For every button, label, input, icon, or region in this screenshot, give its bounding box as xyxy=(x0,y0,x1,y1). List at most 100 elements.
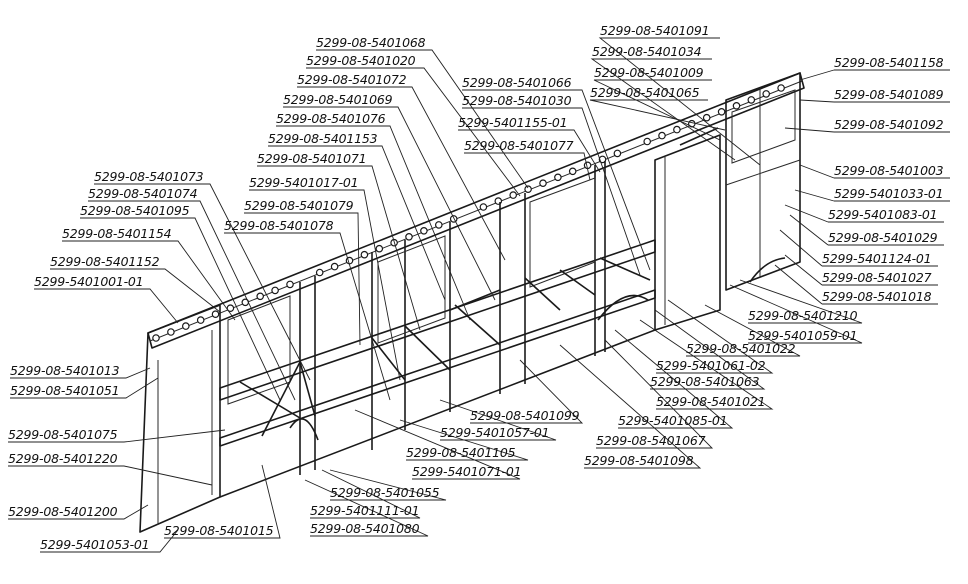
part-label: 5299-08-5401095 xyxy=(80,203,190,218)
truss-diagonals xyxy=(239,127,719,437)
part-label: 5299-08-5401220 xyxy=(8,451,118,466)
part-label: 5299-08-5401092 xyxy=(834,117,944,132)
part-label: 5299-08-5401018 xyxy=(822,289,932,304)
part-label: 5299-08-5401071 xyxy=(257,151,366,166)
part-label: 5299-08-5401099 xyxy=(470,408,580,423)
rail-hole xyxy=(286,280,294,289)
arch-bracket-right xyxy=(597,294,649,321)
rail-hole xyxy=(658,131,666,140)
part-label: 5299-08-5401076 xyxy=(276,111,386,126)
part-label: 5299-08-5401154 xyxy=(62,226,172,241)
part-label: 5299-08-5401055 xyxy=(330,485,440,500)
part-label: 5299-08-5401013 xyxy=(10,363,120,378)
part-label: 5299-5401059-01 xyxy=(748,328,857,343)
rail-hole xyxy=(479,203,488,211)
part-label: 5299-5401155-01 xyxy=(458,115,567,130)
part-label: 5299-5401061-02 xyxy=(656,358,766,373)
rail-hole xyxy=(315,268,324,277)
arch-bracket-right-end xyxy=(749,257,786,283)
rail-hole xyxy=(598,155,607,164)
rail-hole xyxy=(732,102,741,110)
rail-hole xyxy=(568,167,577,176)
part-label: 5299-08-5401075 xyxy=(8,427,118,442)
rail-hole xyxy=(330,262,339,271)
part-label: 5299-5401124-01 xyxy=(822,251,931,266)
part-label: 5299-5401083-01 xyxy=(828,207,937,222)
part-label: 5299-08-5401080 xyxy=(310,521,420,536)
left-end-panel xyxy=(139,304,221,533)
leader-lines xyxy=(8,37,950,553)
part-label: 5299-08-5401152 xyxy=(50,254,160,269)
part-label: 5299-08-5401078 xyxy=(224,218,334,233)
rail-hole xyxy=(747,96,756,104)
rail-hole xyxy=(167,328,175,336)
part-label: 5299-08-5401009 xyxy=(594,65,704,80)
rail-hole xyxy=(375,244,384,253)
rail-hole xyxy=(509,191,518,199)
rail-hole xyxy=(777,84,785,92)
part-label: 5299-08-5401105 xyxy=(406,445,516,460)
part-label: 5299-08-5401020 xyxy=(306,53,416,68)
part-label: 5299-08-5401158 xyxy=(834,55,944,70)
part-label: 5299-08-5401091 xyxy=(600,23,709,38)
rail-hole xyxy=(211,310,220,319)
part-label: 5299-08-5401027 xyxy=(822,270,932,285)
rail-hole xyxy=(271,286,279,295)
part-label: 5299-08-5401098 xyxy=(584,453,694,468)
rail-hole xyxy=(405,233,413,241)
part-label: 5299-08-5401021 xyxy=(656,394,765,409)
rail-hole xyxy=(449,215,458,223)
rail-hole xyxy=(360,250,369,259)
part-label: 5299-08-5401077 xyxy=(464,138,574,153)
rail-hole xyxy=(152,334,160,342)
door-opening xyxy=(654,134,721,331)
top-rail xyxy=(147,72,805,349)
part-label: 5299-5401053-01 xyxy=(40,537,149,552)
rail-hole xyxy=(524,185,532,194)
part-label: 5299-08-5401079 xyxy=(244,198,354,213)
part-label: 5299-08-5401067 xyxy=(596,433,706,448)
part-label: 5299-5401071-01 xyxy=(412,464,521,479)
rail-hole xyxy=(717,108,726,116)
part-label: 5299-08-5401003 xyxy=(834,163,944,178)
part-label: 5299-08-5401034 xyxy=(592,44,702,59)
rail-hole xyxy=(762,90,771,98)
part-label: 5299-08-5401072 xyxy=(297,72,407,87)
part-label: 5299-08-5401015 xyxy=(164,523,274,538)
part-label: 5299-5401001-01 xyxy=(34,274,143,289)
part-label: 5299-08-5401069 xyxy=(283,92,393,107)
part-label: 5299-08-5401063 xyxy=(650,374,760,389)
rail-hole xyxy=(539,179,547,188)
rail-hole xyxy=(256,292,265,301)
part-label: 5299-08-5401051 xyxy=(10,383,119,398)
part-label: 5299-08-5401073 xyxy=(94,169,204,184)
part-label: 5299-08-5401022 xyxy=(686,341,796,356)
part-label: 5299-08-5401089 xyxy=(834,87,944,102)
rail-hole xyxy=(643,137,652,146)
rail-hole xyxy=(420,227,428,235)
frame-drawing xyxy=(139,72,805,533)
rail-hole xyxy=(182,322,190,330)
rail-hole xyxy=(196,316,205,324)
part-label: 5299-08-5401153 xyxy=(268,131,378,146)
part-label: 5299-5401057-01 xyxy=(440,425,549,440)
rail-hole xyxy=(673,125,681,134)
rail-hole xyxy=(226,304,235,313)
rail-hole xyxy=(554,173,562,182)
part-label: 5299-08-5401030 xyxy=(462,93,572,108)
part-label: 5299-08-5401065 xyxy=(590,85,700,100)
part-label: 5299-08-5401200 xyxy=(8,504,118,519)
part-label: 5299-5401017-01 xyxy=(249,175,358,190)
part-label: 5299-08-5401210 xyxy=(748,308,858,323)
part-label: 5299-5401111-01 xyxy=(310,503,419,518)
lower-rail xyxy=(219,289,656,447)
part-label: 5299-5401033-01 xyxy=(834,186,943,201)
part-label: 5299-08-5401068 xyxy=(316,35,426,50)
rail-hole xyxy=(434,221,443,229)
rail-hole xyxy=(702,113,711,122)
waist-rail xyxy=(219,239,656,401)
part-label: 5299-5401085-01 xyxy=(618,413,727,428)
part-label: 5299-08-5401066 xyxy=(462,75,572,90)
arch-bracket-left xyxy=(289,418,319,441)
